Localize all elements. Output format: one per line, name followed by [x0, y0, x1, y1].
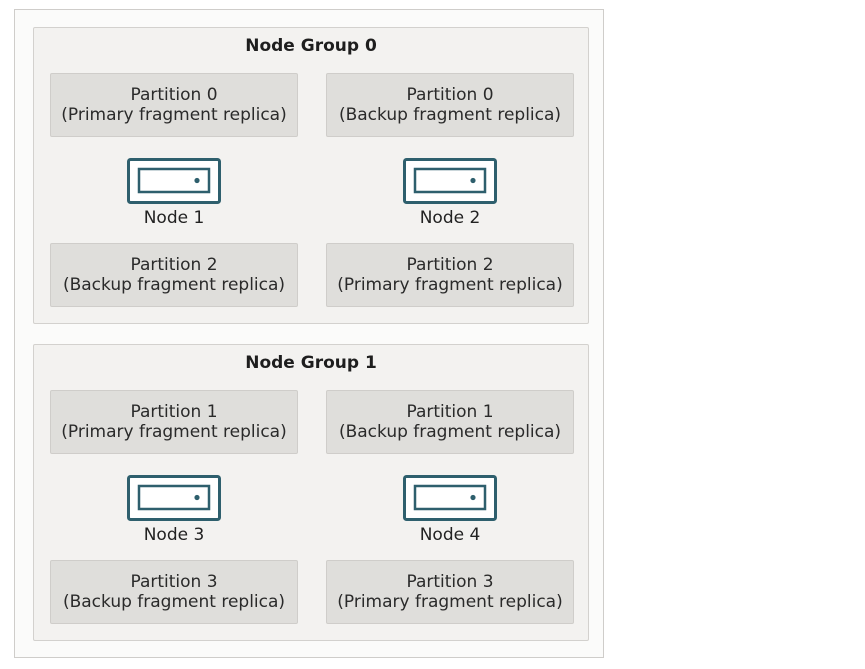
- partition-box: Partition 2 (Primary fragment replica): [326, 243, 574, 307]
- node-4: Node 4: [390, 475, 510, 545]
- node-3: Node 3: [114, 475, 234, 545]
- server-icon: [403, 158, 497, 204]
- partition-role: (Primary fragment replica): [337, 275, 563, 295]
- server-icon: [127, 475, 221, 521]
- partition-box: Partition 3 (Backup fragment replica): [50, 560, 298, 624]
- server-icon: [403, 475, 497, 521]
- partition-box: Partition 1 (Primary fragment replica): [50, 390, 298, 454]
- diagram-frame: Node Group 0 Partition 0 (Primary fragme…: [14, 9, 604, 658]
- node-2: Node 2: [390, 158, 510, 228]
- partition-box: Partition 0 (Primary fragment replica): [50, 73, 298, 137]
- node-group-title: Node Group 1: [245, 353, 377, 373]
- partition-name: Partition 1: [130, 402, 218, 422]
- partition-role: (Backup fragment replica): [338, 105, 562, 125]
- partition-name: Partition 0: [406, 85, 494, 105]
- node-1: Node 1: [114, 158, 234, 228]
- node-label: Node 2: [419, 208, 481, 228]
- partition-role: (Backup fragment replica): [338, 422, 562, 442]
- partition-name: Partition 2: [406, 255, 494, 275]
- partition-role: (Primary fragment replica): [61, 422, 287, 442]
- partition-role: (Backup fragment replica): [62, 592, 286, 612]
- server-icon: [127, 158, 221, 204]
- partition-name: Partition 2: [130, 255, 218, 275]
- node-label: Node 1: [143, 208, 205, 228]
- partition-box: Partition 3 (Primary fragment replica): [326, 560, 574, 624]
- node-label: Node 3: [143, 525, 205, 545]
- node-group-title: Node Group 0: [245, 36, 377, 56]
- partition-name: Partition 1: [406, 402, 494, 422]
- partition-role: (Backup fragment replica): [62, 275, 286, 295]
- partition-name: Partition 3: [406, 572, 494, 592]
- node-label: Node 4: [419, 525, 481, 545]
- partition-role: (Primary fragment replica): [61, 105, 287, 125]
- node-group-0: Node Group 0 Partition 0 (Primary fragme…: [33, 27, 589, 324]
- partition-name: Partition 3: [130, 572, 218, 592]
- partition-role: (Primary fragment replica): [337, 592, 563, 612]
- partition-box: Partition 2 (Backup fragment replica): [50, 243, 298, 307]
- node-group-1: Node Group 1 Partition 1 (Primary fragme…: [33, 344, 589, 641]
- partition-box: Partition 1 (Backup fragment replica): [326, 390, 574, 454]
- partition-box: Partition 0 (Backup fragment replica): [326, 73, 574, 137]
- partition-name: Partition 0: [130, 85, 218, 105]
